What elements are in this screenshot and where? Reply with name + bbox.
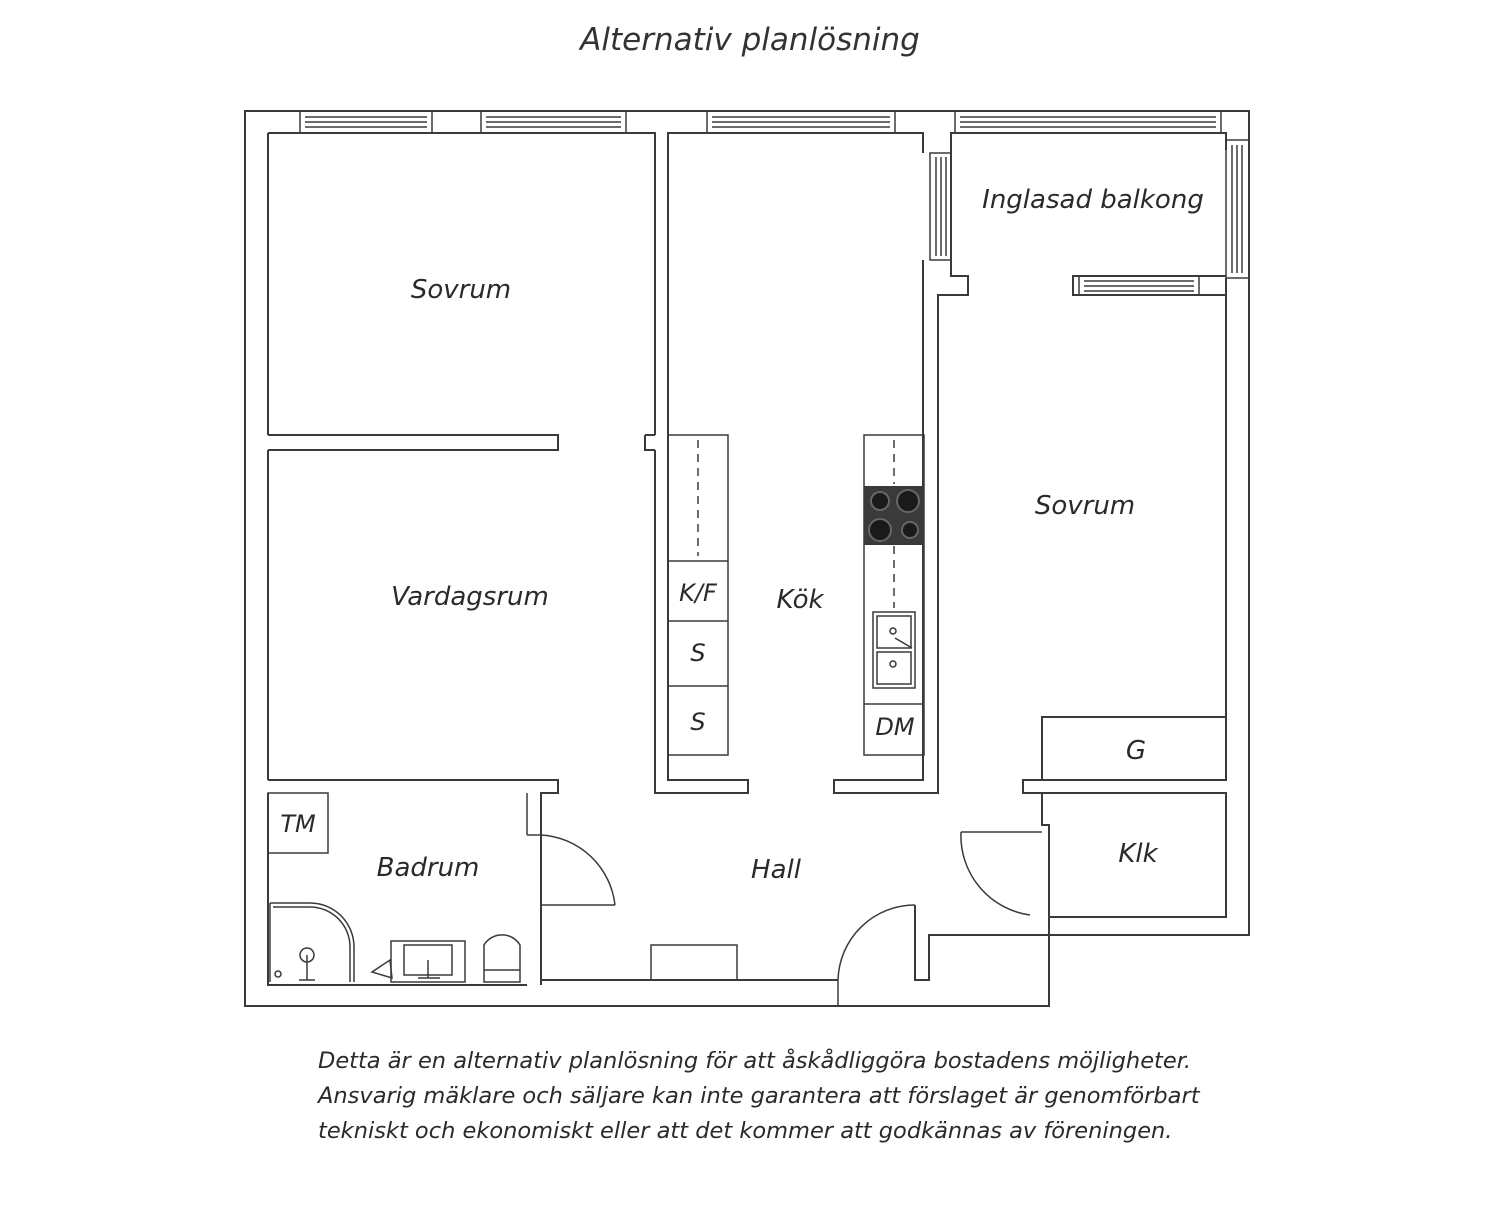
partition-wall (268, 434, 559, 451)
right-bedroom-wall (1022, 295, 1227, 794)
window-2 (480, 110, 627, 134)
toilet (483, 934, 521, 983)
room-label-kok: Kök (776, 585, 824, 615)
bathroom-door (526, 793, 616, 906)
balcony-window-right (1225, 139, 1250, 279)
plan-title: Alternativ planlösning (580, 22, 920, 58)
kitchen-counter-left (667, 434, 729, 756)
closet-left (1041, 793, 1050, 917)
window-3 (706, 110, 896, 134)
room-label-vardagsrum: Vardagsrum (391, 582, 549, 612)
room-label-hall: Hall (751, 855, 802, 885)
closet-door (960, 831, 1042, 916)
room-label-sovrum-right: Sovrum (1035, 491, 1135, 521)
shower (269, 902, 355, 982)
entrance-door (837, 904, 916, 1006)
room-label-klk: Klk (1118, 839, 1158, 869)
disclaimer-line: tekniskt och ekonomiskt eller att det ko… (318, 1118, 1173, 1144)
appliance-label-s1: S (690, 639, 705, 667)
room-label-tm: TM (280, 810, 316, 838)
disclaimer-line: Detta är en alternativ planlösning för a… (318, 1048, 1192, 1074)
appliance-label-s2: S (690, 708, 705, 736)
room-label-badrum: Badrum (377, 853, 480, 883)
inner-wall-bottom (268, 779, 559, 985)
kitchen-counter-right (863, 434, 925, 756)
appliance-label-dm: DM (875, 713, 914, 741)
disclaimer: Detta är en alternativ planlösning för a… (318, 1044, 1318, 1149)
stove (864, 486, 924, 545)
balcony-door-window (1078, 275, 1200, 296)
bedroom-top-wall (268, 132, 924, 794)
tm-cabinet (267, 792, 329, 854)
room-label-balkong: Inglasad balkong (982, 185, 1204, 215)
room-label-g: G (1126, 736, 1146, 766)
room-label-sovrum-left: Sovrum (411, 275, 511, 305)
kitchen-right-wall (833, 132, 1227, 794)
window-1 (299, 110, 433, 134)
balcony-window-left (929, 152, 952, 261)
appliance-label-kf: K/F (679, 579, 718, 607)
hall-cabinet (650, 944, 738, 981)
closet-wall (1042, 792, 1227, 935)
hall-bottom-wall (540, 905, 1049, 985)
window-4 (954, 110, 1222, 134)
disclaimer-line: Ansvarig mäklare och säljare kan inte ga… (318, 1083, 1200, 1109)
partition-stub (644, 434, 655, 451)
bathroom-sink (370, 940, 466, 983)
kitchen-sink (872, 611, 916, 689)
inner-wall-left (267, 133, 527, 986)
